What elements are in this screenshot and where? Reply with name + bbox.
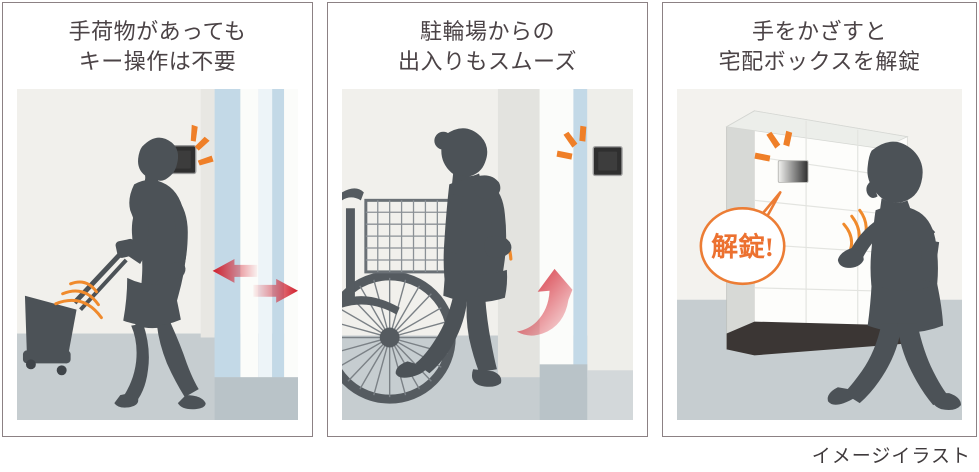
panel-bicycle-entry: 駐輪場からの 出入りもスムーズ xyxy=(327,2,648,437)
bicycle-basket xyxy=(364,198,451,274)
orange-flash-burst xyxy=(190,124,214,166)
door-frame-left xyxy=(200,89,215,338)
panel-2-title: 駐輪場からの 出入りもスムーズ xyxy=(398,19,577,74)
panel-1-title: 手荷物があっても キー操作は不要 xyxy=(68,19,247,74)
panel-delivery-box-unlock: 手をかざすと 宅配ボックスを解錠 xyxy=(662,2,977,437)
glass-strip xyxy=(573,89,588,378)
person-walking-silhouette xyxy=(395,128,512,387)
bubble-text: 解錠! xyxy=(711,231,774,262)
right-wall xyxy=(587,89,633,378)
wall-card-reader xyxy=(592,145,623,177)
panel-keyless-entry: 手荷物があっても キー操作は不要 xyxy=(2,2,313,437)
rolling-suitcase xyxy=(22,238,137,376)
panel-1-illustration xyxy=(17,89,298,420)
glass-gap-1 xyxy=(240,89,259,378)
orange-flash-burst xyxy=(754,130,793,162)
glass-gap-2 xyxy=(284,89,298,378)
unlock-speech-bubble: 解錠! xyxy=(699,191,786,286)
orange-flash-burst xyxy=(556,125,587,160)
glass-floor-reflection xyxy=(214,377,298,420)
red-curved-arrow xyxy=(516,268,573,336)
panel-3-title: 手をかざすと 宅配ボックスを解錠 xyxy=(718,19,921,74)
woman-with-handbag-silhouette xyxy=(827,141,962,410)
orange-signal-waves-suitcase xyxy=(54,280,103,320)
spokes xyxy=(342,277,450,398)
panel-3-illustration: 解錠! xyxy=(677,89,962,420)
glass-panel-2 xyxy=(258,89,273,378)
figure-caption: イメージイラスト xyxy=(811,446,971,467)
glass-panel-3 xyxy=(272,89,285,378)
doorway-floor xyxy=(539,364,588,420)
right-floor xyxy=(587,370,633,420)
panel-2-illustration xyxy=(342,89,633,420)
woman-with-suitcase-silhouette xyxy=(114,137,206,410)
glass-panel-1 xyxy=(214,89,241,378)
locker-reader-panel xyxy=(777,160,809,183)
